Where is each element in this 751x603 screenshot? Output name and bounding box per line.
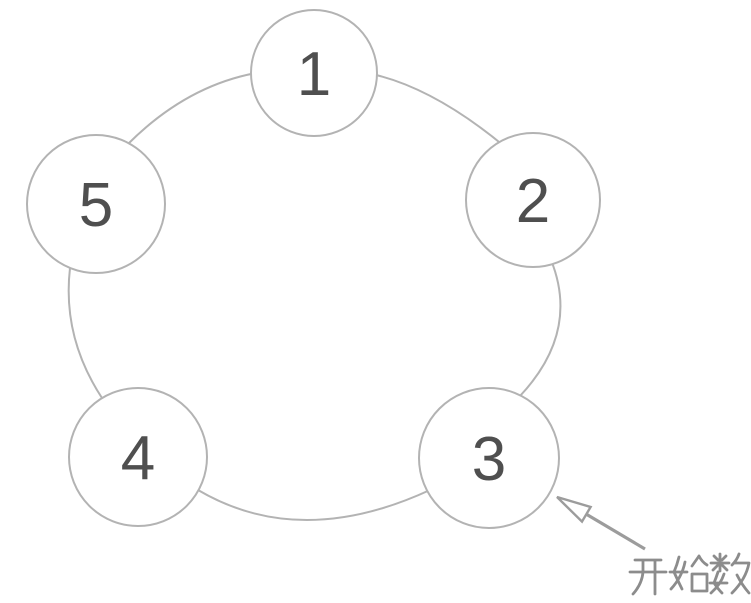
glyph-shu — [708, 552, 751, 595]
ring-arc-2-3 — [519, 259, 562, 397]
node-5: 5 — [26, 134, 166, 274]
ring-arc-1-2 — [371, 73, 505, 147]
node-3-circle — [418, 387, 560, 529]
node-4: 4 — [68, 387, 208, 527]
node-1-number: 1 — [297, 40, 331, 109]
ring-arc-5-1 — [127, 72, 257, 145]
node-5-number: 5 — [79, 171, 113, 240]
node-2-circle — [465, 132, 601, 268]
node-5-circle — [26, 134, 166, 274]
start-arrow-head-icon — [556, 495, 593, 524]
node-3-number: 3 — [472, 425, 506, 494]
glyph-shi — [668, 554, 709, 593]
start-arrow-shaft — [585, 512, 646, 551]
node-1: 1 — [250, 9, 378, 137]
glyph-kai — [628, 558, 668, 596]
ring-arc-3-4 — [197, 489, 431, 521]
ring-arc-4-5 — [67, 267, 103, 399]
node-2: 2 — [465, 132, 601, 268]
node-1-circle — [250, 9, 378, 137]
node-3: 3 — [418, 387, 560, 529]
start-arrow — [556, 495, 646, 551]
ring — [67, 72, 562, 521]
node-4-circle — [68, 387, 208, 527]
node-4-number: 4 — [121, 424, 155, 493]
node-2-number: 2 — [516, 167, 550, 236]
start-label-glyphs — [628, 552, 751, 596]
